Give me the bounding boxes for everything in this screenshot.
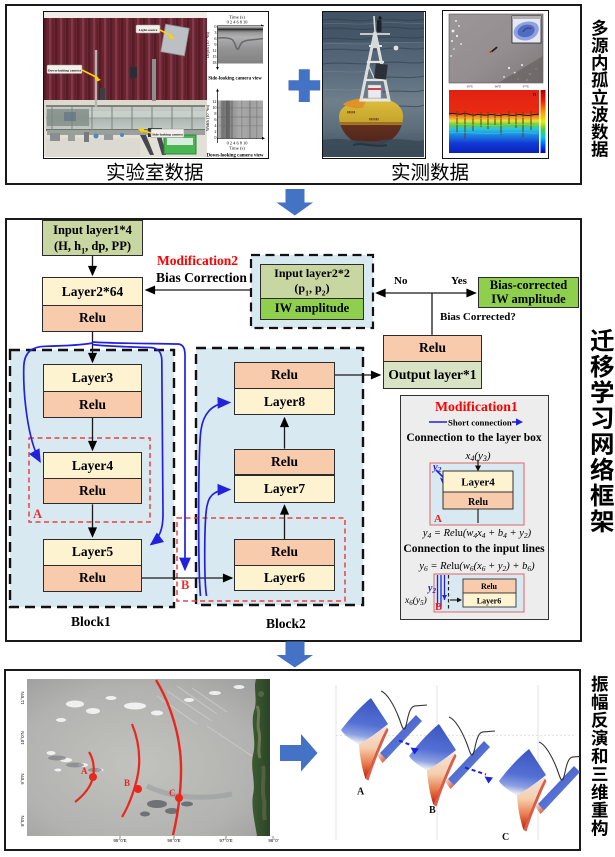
svg-text:97°0'E: 97°0'E bbox=[219, 838, 232, 843]
svg-text:8: 8 bbox=[214, 111, 216, 116]
svg-text:18: 18 bbox=[212, 60, 216, 65]
svg-text:11°0'N: 11°0'N bbox=[20, 691, 25, 704]
svg-text:98°0'E: 98°0'E bbox=[268, 838, 279, 843]
svg-text:6: 6 bbox=[214, 36, 216, 41]
svg-text:A: A bbox=[81, 766, 88, 776]
svg-text:B: B bbox=[435, 602, 442, 613]
svg-text:Time (s): Time (s) bbox=[229, 14, 245, 19]
svg-text:▮▮▮▮▮▮: ▮▮▮▮▮▮ bbox=[369, 117, 379, 121]
svg-text:12: 12 bbox=[212, 48, 216, 53]
svg-text:y2: y2 bbox=[431, 462, 442, 474]
svg-text:0: 0 bbox=[214, 24, 216, 29]
svg-text:0: 0 bbox=[214, 135, 216, 140]
svg-text:A: A bbox=[357, 787, 365, 798]
svg-text:9°0'N: 9°0'N bbox=[20, 774, 25, 785]
svg-text:Layer4: Layer4 bbox=[461, 477, 495, 489]
svg-text:Side-looking camera: Side-looking camera bbox=[152, 133, 183, 137]
svg-text:Down-looking camera: Down-looking camera bbox=[48, 69, 81, 73]
svg-text:8°0'N: 8°0'N bbox=[20, 816, 25, 827]
svg-text:y4 = Relu(w4x4 + b4 + y2): y4 = Relu(w4x4 + b4 + y2) bbox=[422, 528, 532, 540]
svg-text:3: 3 bbox=[214, 30, 216, 35]
svg-text:Light source: Light source bbox=[139, 28, 158, 32]
svg-text:x4(y3): x4(y3) bbox=[464, 450, 490, 463]
svg-text:y6 = Relu(w6(x6 + y2) + b6): y6 = Relu(w6(x6 + y2) + b6) bbox=[418, 561, 535, 573]
svg-text:Side-looking camera view: Side-looking camera view bbox=[208, 76, 262, 81]
svg-text:C: C bbox=[169, 788, 176, 798]
svg-text:6: 6 bbox=[214, 117, 216, 122]
svg-text:10°0'N: 10°0'N bbox=[20, 731, 25, 744]
svg-text:Width (10⁻²m): Width (10⁻²m) bbox=[205, 104, 210, 131]
svg-text:B: B bbox=[124, 778, 130, 788]
svg-text:Down-looking camera view: Down-looking camera view bbox=[207, 153, 264, 158]
svg-text:Relu: Relu bbox=[468, 497, 488, 508]
svg-text:95°0'E: 95°0'E bbox=[113, 838, 126, 843]
svg-text:4: 4 bbox=[214, 123, 217, 128]
svg-text:0 2 4 6 8 10: 0 2 4 6 8 10 bbox=[227, 19, 249, 24]
svg-text:Layer6: Layer6 bbox=[477, 597, 501, 606]
svg-text:15: 15 bbox=[212, 54, 216, 59]
svg-text:12: 12 bbox=[212, 99, 216, 104]
svg-text:H: H bbox=[533, 92, 537, 97]
svg-text:Relu: Relu bbox=[481, 582, 498, 591]
svg-text:Time (s): Time (s) bbox=[229, 145, 245, 150]
svg-text:10: 10 bbox=[212, 105, 216, 110]
svg-text:C: C bbox=[502, 832, 509, 843]
svg-text:y2: y2 bbox=[427, 583, 436, 595]
svg-text:Connection to the layer box: Connection to the layer box bbox=[406, 432, 541, 444]
svg-text:95°E: 95°E bbox=[467, 85, 473, 89]
svg-text:2: 2 bbox=[214, 129, 216, 134]
svg-text:Connection to the input lines: Connection to the input lines bbox=[403, 543, 545, 555]
svg-text:Depth (10⁻²m): Depth (10⁻²m) bbox=[205, 31, 210, 58]
svg-text:9: 9 bbox=[214, 42, 216, 47]
svg-text:97°E: 97°E bbox=[523, 85, 529, 89]
svg-text:0 2 4 6 8 10: 0 2 4 6 8 10 bbox=[227, 140, 249, 145]
svg-text:96°0'E: 96°0'E bbox=[167, 838, 180, 843]
svg-text:▮▮▮▮▮: ▮▮▮▮▮ bbox=[347, 110, 356, 114]
svg-text:A: A bbox=[434, 513, 442, 525]
svg-text:B: B bbox=[429, 805, 436, 816]
svg-text:96°E: 96°E bbox=[495, 85, 501, 89]
svg-text:Short connection: Short connection bbox=[448, 418, 512, 428]
